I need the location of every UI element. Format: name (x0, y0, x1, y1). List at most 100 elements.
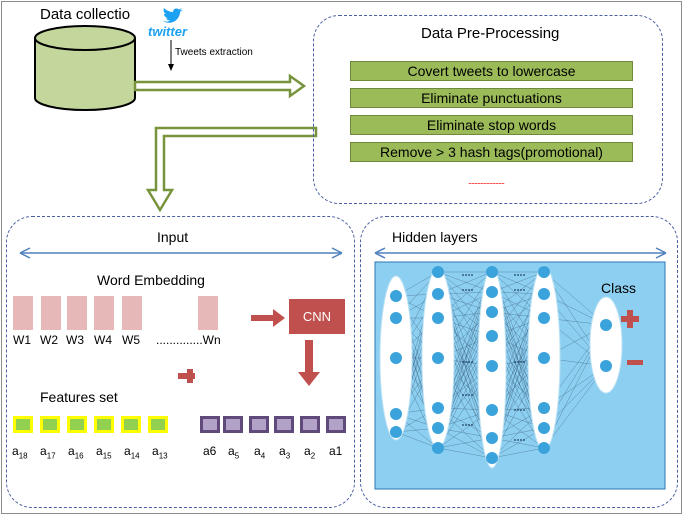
nn-dot (520, 274, 522, 276)
word-vector-box (13, 296, 33, 330)
cnn-box: CNN (289, 299, 345, 334)
plus-icon (178, 369, 195, 383)
nn-dot (471, 361, 473, 363)
feature-box (121, 416, 141, 433)
nn-node (538, 312, 550, 324)
nn-node (538, 402, 550, 414)
preprocessing-step: Remove > 3 hash tags(promotional) (350, 142, 633, 162)
word-label-wn: ..............Wn (156, 333, 221, 347)
preprocessing-panel (313, 15, 663, 204)
nn-dot (517, 289, 519, 291)
nn-node (538, 352, 550, 364)
word-vector-box (67, 296, 87, 330)
nn-dot (514, 409, 516, 411)
feature-box (13, 416, 33, 433)
neural-network-nodes (390, 266, 612, 464)
word-label: W4 (94, 333, 112, 347)
arrow-to-preprocessing (133, 73, 307, 99)
nn-node (432, 288, 444, 300)
arrow-to-input (145, 126, 318, 213)
hidden-layers-title: Hidden layers (392, 229, 478, 245)
hidden-layers-panel (360, 216, 678, 508)
nn-dot (468, 394, 470, 396)
nn-dot (471, 289, 473, 291)
nn-node (432, 312, 444, 324)
nn-dot (468, 361, 470, 363)
feature-box (40, 416, 60, 433)
arrow-to-cnn (251, 309, 285, 327)
database-icon (34, 25, 136, 111)
nn-dot (520, 289, 522, 291)
word-label: W2 (40, 333, 58, 347)
nn-node (432, 402, 444, 414)
nn-dot (465, 361, 467, 363)
negative-class-icon (627, 360, 643, 365)
nn-dot (517, 409, 519, 411)
nn-dot (520, 409, 522, 411)
feature-box (148, 416, 168, 433)
nn-dot (468, 289, 470, 291)
nn-dot (462, 289, 464, 291)
nn-dot (471, 274, 473, 276)
twitter-logo-text: twitter (148, 24, 187, 39)
nn-node (432, 266, 444, 278)
input-span-arrow (19, 247, 343, 259)
class-label: Class (601, 280, 637, 296)
feature-label: a16 (68, 444, 84, 461)
nn-dot (523, 439, 525, 441)
nn-dot (514, 361, 516, 363)
cnn-feature-box (249, 416, 269, 433)
nn-dot (462, 361, 464, 363)
word-vector-box (94, 296, 114, 330)
nn-dot (523, 409, 525, 411)
word-vector-box (122, 296, 142, 330)
cnn-feature-box (300, 416, 320, 433)
feature-label: a18 (12, 444, 28, 461)
cnn-feature-box (274, 416, 294, 433)
nn-dot (514, 274, 516, 276)
word-label: W1 (13, 333, 31, 347)
nn-edge (437, 447, 493, 459)
nn-dot (517, 361, 519, 363)
nn-node (486, 432, 498, 444)
cnn-feature-label: a3 (279, 444, 291, 461)
cnn-feature-label: a6 (203, 444, 217, 458)
nn-node (390, 290, 402, 302)
preprocessing-step: Eliminate punctuations (350, 88, 633, 108)
nn-dot (465, 274, 467, 276)
nn-node (432, 352, 444, 364)
cnn-feature-label: a5 (228, 444, 240, 461)
nn-dot (514, 439, 516, 441)
nn-dot (465, 424, 467, 426)
preprocessing-step: Eliminate stop words (350, 115, 633, 135)
feature-label: a15 (96, 444, 112, 461)
nn-node (486, 330, 498, 342)
nn-node (600, 360, 612, 372)
word-embedding-label: Word Embedding (97, 272, 205, 288)
nn-node (600, 319, 612, 331)
nn-dot (523, 361, 525, 363)
nn-node (390, 312, 402, 324)
feature-box (94, 416, 114, 433)
feature-label: a17 (40, 444, 56, 461)
word-vector-box (198, 296, 218, 330)
twitter-bird-icon (162, 8, 183, 23)
nn-node (538, 266, 550, 278)
nn-node (432, 422, 444, 434)
nn-dot (465, 289, 467, 291)
nn-node (538, 442, 550, 454)
nn-node (486, 306, 498, 318)
nn-node (486, 452, 498, 464)
nn-node (390, 408, 402, 420)
feature-box (67, 416, 87, 433)
word-label: W5 (122, 333, 140, 347)
nn-dot (468, 424, 470, 426)
nn-node (538, 422, 550, 434)
cnn-feature-label: a1 (329, 444, 343, 458)
features-set-label: Features set (40, 389, 118, 405)
nn-dot (468, 274, 470, 276)
nn-dot (523, 289, 525, 291)
